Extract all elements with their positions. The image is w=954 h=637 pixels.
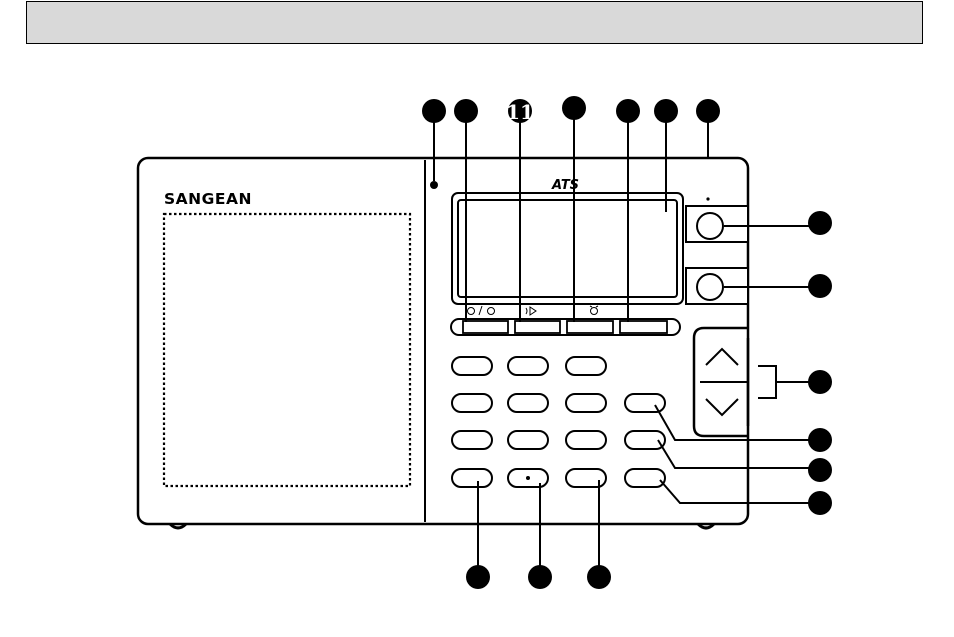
callout-marker-9	[808, 370, 832, 394]
brand-logo: SANGEAN	[164, 190, 252, 208]
keypad-key-r4-c1[interactable]	[452, 469, 492, 487]
callout-marker-3	[562, 96, 586, 120]
keypad-key-r2-c2[interactable]	[508, 394, 548, 412]
indicator-light	[430, 181, 438, 189]
band-button[interactable]	[697, 274, 723, 300]
keypad-key-r2-c4[interactable]	[625, 394, 665, 412]
keypad-key-r2-c1[interactable]	[452, 394, 492, 412]
sleep-button[interactable]	[515, 321, 560, 333]
callout-marker-11	[808, 458, 832, 482]
power-dot	[706, 197, 709, 200]
callout-marker-15	[587, 565, 611, 589]
keypad-key-r3-c3[interactable]	[566, 431, 606, 449]
callout-number-11: 11	[506, 100, 534, 124]
callout-marker-2	[454, 99, 478, 123]
callout-marker-4	[616, 99, 640, 123]
callout-marker-10	[808, 428, 832, 452]
callout-marker-5	[654, 99, 678, 123]
keypad-key-r1-c1[interactable]	[452, 357, 492, 375]
keypad-key-r4-c4[interactable]	[625, 469, 665, 487]
lcd-display	[452, 193, 683, 304]
callout-marker-1	[422, 99, 446, 123]
callout-marker-8	[808, 274, 832, 298]
keypad-key-r1-c2[interactable]	[508, 357, 548, 375]
blank-function-button[interactable]	[620, 321, 667, 333]
callout-marker-7	[808, 211, 832, 235]
keypad-key-r3-c1[interactable]	[452, 431, 492, 449]
callout-marker-13	[466, 565, 490, 589]
power-button[interactable]	[697, 213, 723, 239]
keypad-key-r1-c3[interactable]	[566, 357, 606, 375]
callout-marker-12	[808, 491, 832, 515]
keypad-key-r2-c3[interactable]	[566, 394, 606, 412]
keypad-key-r3-c2[interactable]	[508, 431, 548, 449]
callout-marker-6	[696, 99, 720, 123]
keypad-dot	[526, 476, 530, 480]
alarm-button[interactable]	[567, 321, 613, 333]
callout-marker-14	[528, 565, 552, 589]
timer-button[interactable]	[463, 321, 508, 333]
